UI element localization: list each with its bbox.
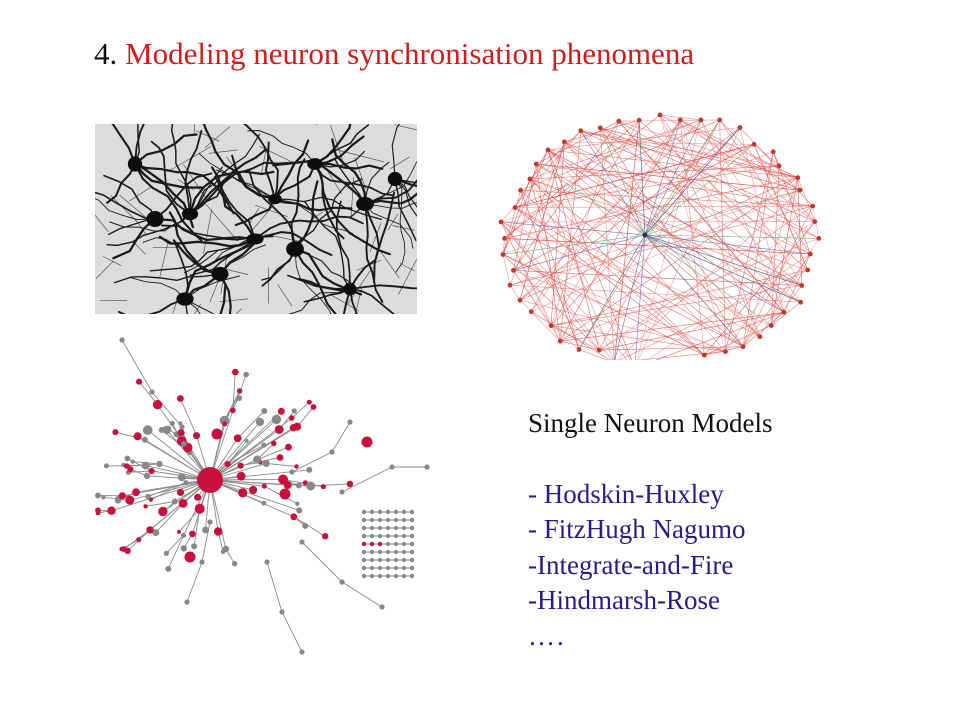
- models-heading: Single Neuron Models: [528, 408, 773, 438]
- model-hodgkin-huxley: - Hodskin-Huxley: [528, 478, 724, 509]
- slide-title: 4. Modeling neuron synchronisation pheno…: [94, 34, 694, 74]
- model-hindmarsh-rose: -Hindmarsh-Rose: [528, 585, 720, 615]
- neurons-microscopy-image: [95, 124, 417, 314]
- network-graph-diagram: [95, 337, 430, 655]
- brain-network-diagram: [498, 112, 822, 360]
- title-number: 4.: [94, 36, 118, 71]
- model-integrate-and-fire: -Integrate-and-Fire: [528, 549, 734, 580]
- title-text: Modeling neuron synchronisation phenomen…: [125, 36, 695, 71]
- model-fitzhugh-nagumo: - FitzHugh Nagumo: [528, 514, 746, 544]
- models-ellipsis: ….: [528, 620, 566, 651]
- models-list: Single Neuron Models - Hodskin-Huxley - …: [528, 406, 772, 654]
